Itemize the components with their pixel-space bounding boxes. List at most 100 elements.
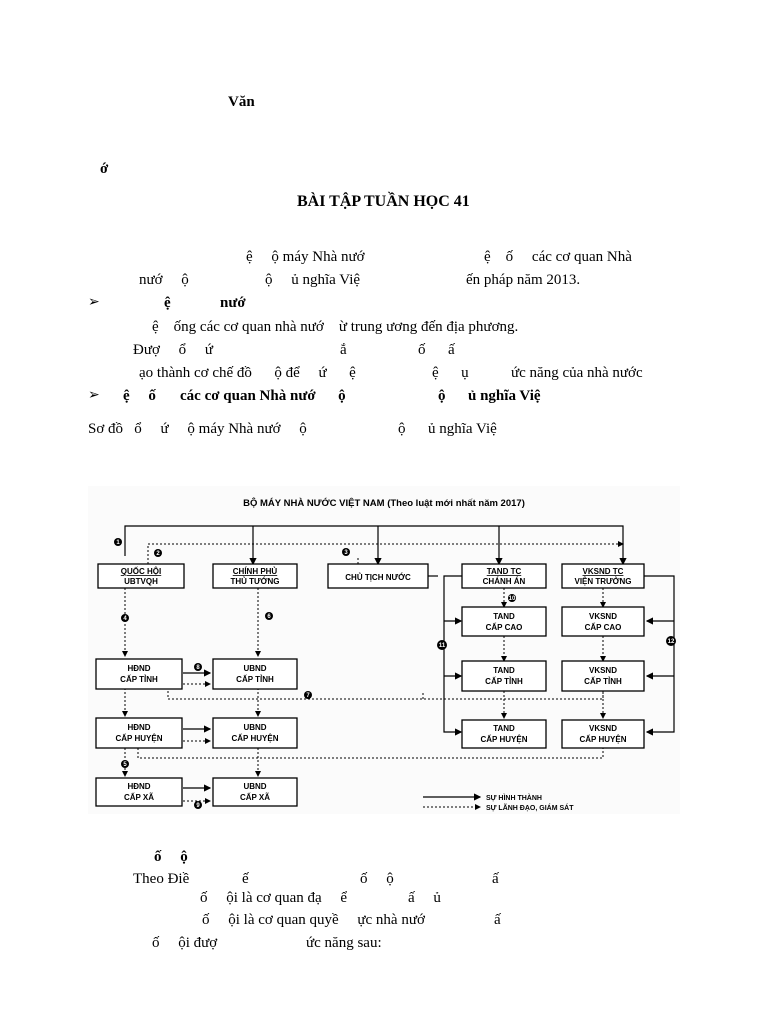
marker-1: 1	[114, 538, 122, 546]
box-label: CHỦ TỊCH NƯỚC	[345, 573, 411, 582]
after-line2-b: ấ ủ	[408, 890, 441, 906]
box-label: VIỆN TRƯỞNG	[574, 577, 631, 586]
box-tand-cap-cao: TAND CẤP CAO	[461, 606, 547, 637]
legend-dotted-label: SỰ LÃNH ĐẠO, GIÁM SÁT	[486, 803, 574, 812]
after-line4-b: ức năng sau:	[306, 935, 382, 951]
after-line1-d: ấ	[492, 871, 499, 887]
box-label: VKSND	[589, 612, 617, 621]
line-tao-b: ệ ụ	[432, 365, 469, 381]
svg-text:6: 6	[267, 614, 271, 620]
heading-van: Văn	[228, 94, 255, 110]
box-label: CẤP TỈNH	[485, 676, 523, 686]
box-label: CẤP TỈNH	[236, 674, 274, 684]
svg-text:8: 8	[196, 665, 200, 671]
box-label: CẤP CAO	[585, 622, 622, 632]
box-label: CHÍNH PHỦ	[233, 567, 278, 576]
box-label: CHÁNH ÁN	[483, 577, 526, 586]
box-label: CẤP XÃ	[240, 792, 270, 802]
bullet-arrow-icon: ➢	[88, 388, 100, 403]
box-vksnd-tc: VKSND TC VIỆN TRƯỞNG	[561, 563, 645, 589]
marker-5: 5	[121, 760, 129, 768]
para1-part-a: ệ ộ máy Nhà nướ	[246, 249, 365, 265]
box-label: THỦ TƯỚNG	[230, 577, 279, 586]
box-chu-tich-nuoc: CHỦ TỊCH NƯỚC	[327, 563, 429, 589]
box-label: CẤP HUYỆN	[580, 734, 627, 744]
para2-part-a: nướ ộ	[139, 272, 189, 288]
box-label: TAND	[493, 612, 515, 621]
box-vksnd-cap-cao: VKSND CẤP CAO	[561, 606, 645, 637]
box-label: CẤP HUYỆN	[481, 734, 528, 744]
box-tand-tc: TAND TC CHÁNH ÁN	[461, 563, 547, 589]
box-tand-cap-tinh: TAND CẤP TỈNH	[461, 660, 547, 692]
marker-7: 7	[304, 691, 312, 699]
marker-6: 6	[265, 612, 273, 620]
svg-text:11: 11	[439, 643, 446, 649]
para1-part-b: ệ ố các cơ quan Nhà	[484, 249, 632, 265]
bullet1-part-a: ệ	[164, 295, 171, 311]
box-hdnd-cap-tinh: HĐND CẤP TỈNH	[95, 658, 183, 690]
box-ubnd-cap-xa: UBND CẤP XÃ	[212, 777, 298, 807]
supervision-lines	[122, 541, 624, 804]
marker-12: 12	[666, 636, 676, 646]
svg-text:7: 7	[306, 693, 310, 699]
para2-part-b: ộ ủ nghĩa Việ	[265, 272, 361, 288]
line-duoc-b: ắ	[340, 342, 347, 358]
box-label: CẤP CAO	[486, 622, 523, 632]
after-line1-b: ế	[242, 871, 249, 887]
box-vksnd-cap-tinh: VKSND CẤP TỈNH	[561, 660, 645, 692]
marker-2: 2	[154, 549, 162, 557]
box-label: UBTVQH	[124, 577, 158, 586]
bullet2-part-c: ộ ủ nghĩa Việ	[438, 388, 541, 404]
box-label: CẤP XÃ	[124, 792, 154, 802]
box-label: UBND	[243, 664, 266, 673]
marker-8: 8	[194, 663, 202, 671]
box-label: HĐND	[127, 664, 150, 673]
box-label: UBND	[243, 723, 266, 732]
after-heading: ố ộ	[154, 849, 188, 865]
after-line3-b: ấ	[494, 912, 501, 928]
box-label: CẤP TỈNH	[584, 676, 622, 686]
box-label: CẤP TỈNH	[120, 674, 158, 684]
box-label: VKSND TC	[583, 567, 624, 576]
svg-text:3: 3	[344, 550, 348, 556]
bullet2-part-a: ệ ố	[123, 388, 156, 404]
svg-text:1: 1	[116, 540, 120, 546]
state-apparatus-diagram: BỘ MÁY NHÀ NƯỚC VIỆT NAM (Theo luật mới …	[88, 486, 680, 814]
para2-part-c: ến pháp năm 2013.	[466, 272, 581, 288]
box-label: VKSND	[589, 666, 617, 675]
after-line4-a: ố ội đượ	[152, 935, 218, 951]
after-line3-a: ố ội là cơ quan quyề ực nhà nướ	[202, 912, 425, 928]
box-quoc-hoi: QUỐC HỘI UBTVQH	[97, 563, 185, 589]
box-hdnd-cap-huyen: HĐND CẤP HUYỆN	[95, 717, 183, 749]
after-line1-a: Theo Điề	[133, 871, 190, 887]
sodo-part-b: ộ ủ nghĩa Việ	[398, 421, 497, 437]
after-line2-a: ố ội là cơ quan đạ ể	[200, 890, 348, 906]
bullet-arrow-icon: ➢	[88, 295, 100, 310]
box-label: QUỐC HỘI	[121, 566, 161, 576]
box-ubnd-cap-huyen: UBND CẤP HUYỆN	[212, 717, 298, 749]
line-duoc-a: Đượ ổ ứ	[133, 342, 214, 358]
after-line1-c: ố ộ	[360, 871, 394, 887]
sodo-part-a: Sơ đồ ổ ứ ộ máy Nhà nướ ộ	[88, 421, 307, 437]
svg-text:5: 5	[123, 762, 127, 768]
box-label: HĐND	[127, 782, 150, 791]
diagram-title: BỘ MÁY NHÀ NƯỚC VIỆT NAM (Theo luật mới …	[243, 497, 525, 509]
box-label: TAND TC	[487, 567, 522, 576]
svg-text:4: 4	[123, 616, 127, 622]
line-duoc-c: ố ấ	[418, 342, 455, 358]
line-he-thong: ệ ống các cơ quan nhà nướ ừ trung ương đ…	[152, 319, 519, 335]
box-label: HĐND	[127, 723, 150, 732]
box-label: VKSND	[589, 724, 617, 733]
marker-9: 9	[194, 801, 202, 809]
box-label: UBND	[243, 782, 266, 791]
box-label: CẤP HUYỆN	[116, 733, 163, 743]
page-title: BÀI TẬP TUẦN HỌC 41	[297, 193, 470, 210]
box-ubnd-cap-tinh: UBND CẤP TỈNH	[212, 658, 298, 690]
bullet2-part-b: các cơ quan Nhà nướ ộ	[180, 388, 346, 404]
svg-text:2: 2	[156, 551, 160, 557]
heading-o: ớ	[100, 161, 109, 177]
box-chinh-phu: CHÍNH PHỦ THỦ TƯỚNG	[212, 563, 298, 589]
diagram-legend: SỰ HÌNH THÀNH SỰ LÃNH ĐẠO, GIÁM SÁT	[423, 793, 574, 812]
box-vksnd-cap-huyen: VKSND CẤP HUYỆN	[561, 719, 645, 749]
box-hdnd-cap-xa: HĐND CẤP XÃ	[95, 777, 183, 807]
